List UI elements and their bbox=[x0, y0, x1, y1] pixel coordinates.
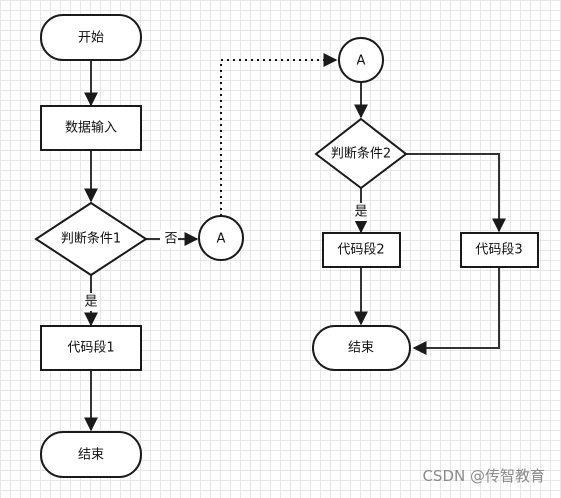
code-segment1-node: 代码段1 bbox=[40, 325, 142, 371]
code-segment3-node: 代码段3 bbox=[460, 232, 539, 268]
watermark: CSDN @传智教育 bbox=[422, 467, 545, 485]
condition1-node: 判断条件1 bbox=[34, 201, 148, 277]
edge-label-yes-right-bg bbox=[353, 203, 369, 221]
end-right-label: 结束 bbox=[348, 341, 374, 356]
condition2-label: 判断条件2 bbox=[331, 146, 391, 162]
end-node-left: 结束 bbox=[40, 431, 142, 478]
edge-label-yes-right: 是 bbox=[354, 205, 367, 220]
connector-right-label: A bbox=[357, 54, 366, 69]
edge-label-no-bg bbox=[160, 230, 178, 248]
connector-left-label: A bbox=[217, 232, 226, 247]
edge-code3-to-end bbox=[412, 267, 500, 355]
end-left-label: 结束 bbox=[78, 448, 104, 463]
data-input-label: 数据输入 bbox=[65, 120, 117, 136]
connector-left-node: A bbox=[198, 215, 244, 261]
code-segment2-label: 代码段2 bbox=[337, 243, 384, 258]
code-segment2-node: 代码段2 bbox=[322, 232, 401, 268]
edge-label-yes-left-bg bbox=[83, 293, 99, 311]
condition2-node: 判断条件2 bbox=[314, 117, 408, 190]
edge-cond2-to-code3 bbox=[406, 153, 506, 233]
edge-label-no: 否 bbox=[164, 232, 177, 247]
connector-right-node: A bbox=[338, 37, 384, 83]
code-segment1-label: 代码段1 bbox=[67, 341, 114, 356]
start-node: 开始 bbox=[40, 14, 142, 61]
end-node-right: 结束 bbox=[312, 325, 411, 371]
edge-label-yes-left: 是 bbox=[84, 295, 97, 310]
code-segment3-label: 代码段3 bbox=[475, 243, 522, 258]
start-label: 开始 bbox=[78, 31, 104, 46]
data-input-node: 数据输入 bbox=[40, 105, 142, 151]
condition1-label: 判断条件1 bbox=[61, 231, 121, 247]
edge-connector-link bbox=[220, 53, 338, 216]
